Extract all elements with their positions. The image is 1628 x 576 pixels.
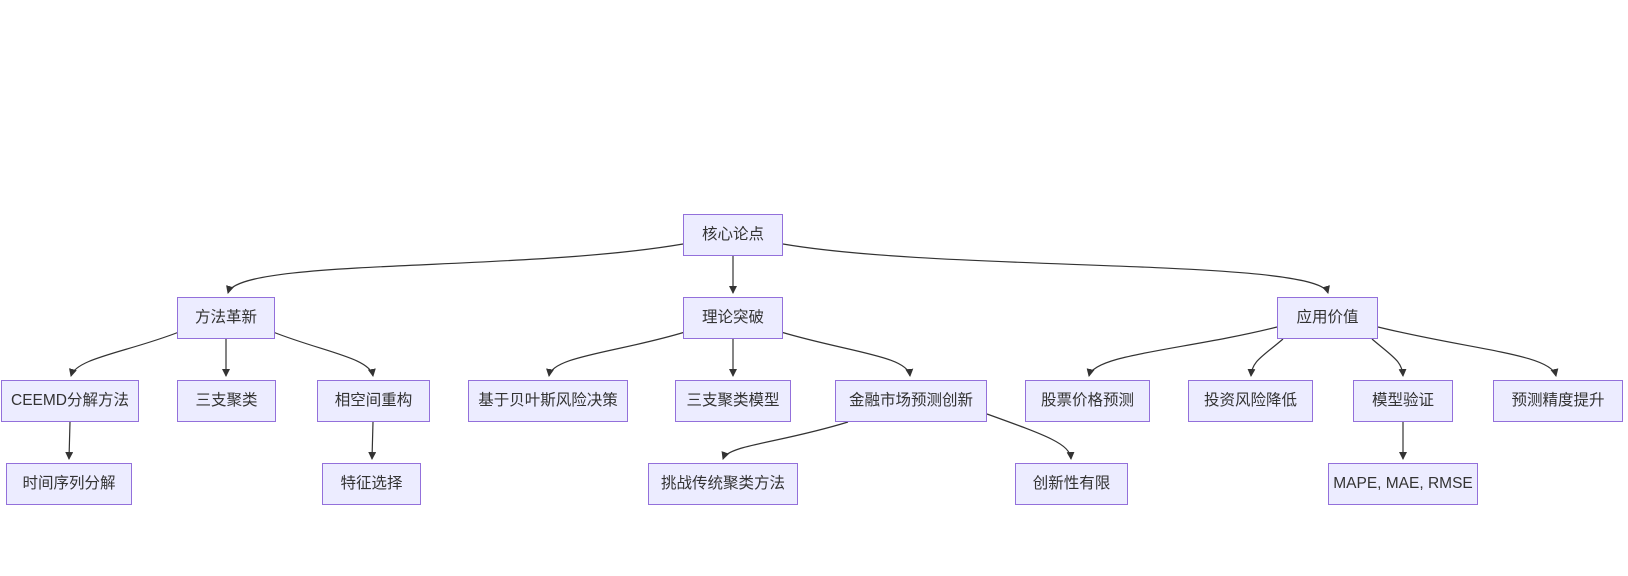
- node-limited: 创新性有限: [1015, 463, 1128, 505]
- node-stock: 股票价格预测: [1025, 380, 1150, 422]
- node-risk: 投资风险降低: [1188, 380, 1313, 422]
- node-phase: 相空间重构: [317, 380, 430, 422]
- node-three-way: 三支聚类: [177, 380, 276, 422]
- node-fin: 金融市场预测创新: [835, 380, 987, 422]
- node-accuracy: 预测精度提升: [1493, 380, 1623, 422]
- edge-method-ceemd: [69, 331, 180, 377]
- node-twc-model: 三支聚类模型: [675, 380, 791, 422]
- edge-value-stock: [1086, 326, 1278, 377]
- node-ts-decomp: 时间序列分解: [6, 463, 132, 505]
- node-theory: 理论突破: [683, 297, 783, 339]
- node-metrics: MAPE, MAE, RMSE: [1328, 463, 1478, 505]
- edge-method-phase: [272, 331, 376, 377]
- edge-fin-challenge: [721, 421, 849, 460]
- edge-theory-fin: [780, 331, 914, 377]
- node-method: 方法革新: [177, 297, 275, 339]
- node-validation: 模型验证: [1353, 380, 1453, 422]
- edge-core-value: [782, 243, 1330, 294]
- node-ceemd: CEEMD分解方法: [1, 380, 139, 422]
- edge-value-validation: [1371, 338, 1407, 377]
- edge-core-method: [226, 243, 684, 294]
- node-bayes: 基于贝叶斯风险决策: [468, 380, 628, 422]
- node-feature: 特征选择: [322, 463, 421, 505]
- node-challenge: 挑战传统聚类方法: [648, 463, 798, 505]
- node-core: 核心论点: [683, 214, 783, 256]
- node-value: 应用价值: [1277, 297, 1378, 339]
- edge-value-accuracy: [1377, 326, 1559, 377]
- edge-phase-feature: [368, 421, 377, 460]
- edge-theory-bayes: [546, 331, 686, 377]
- edge-value-risk: [1247, 338, 1284, 377]
- edge-ceemd-ts_decomp: [65, 421, 74, 460]
- edge-fin-limited: [986, 413, 1075, 460]
